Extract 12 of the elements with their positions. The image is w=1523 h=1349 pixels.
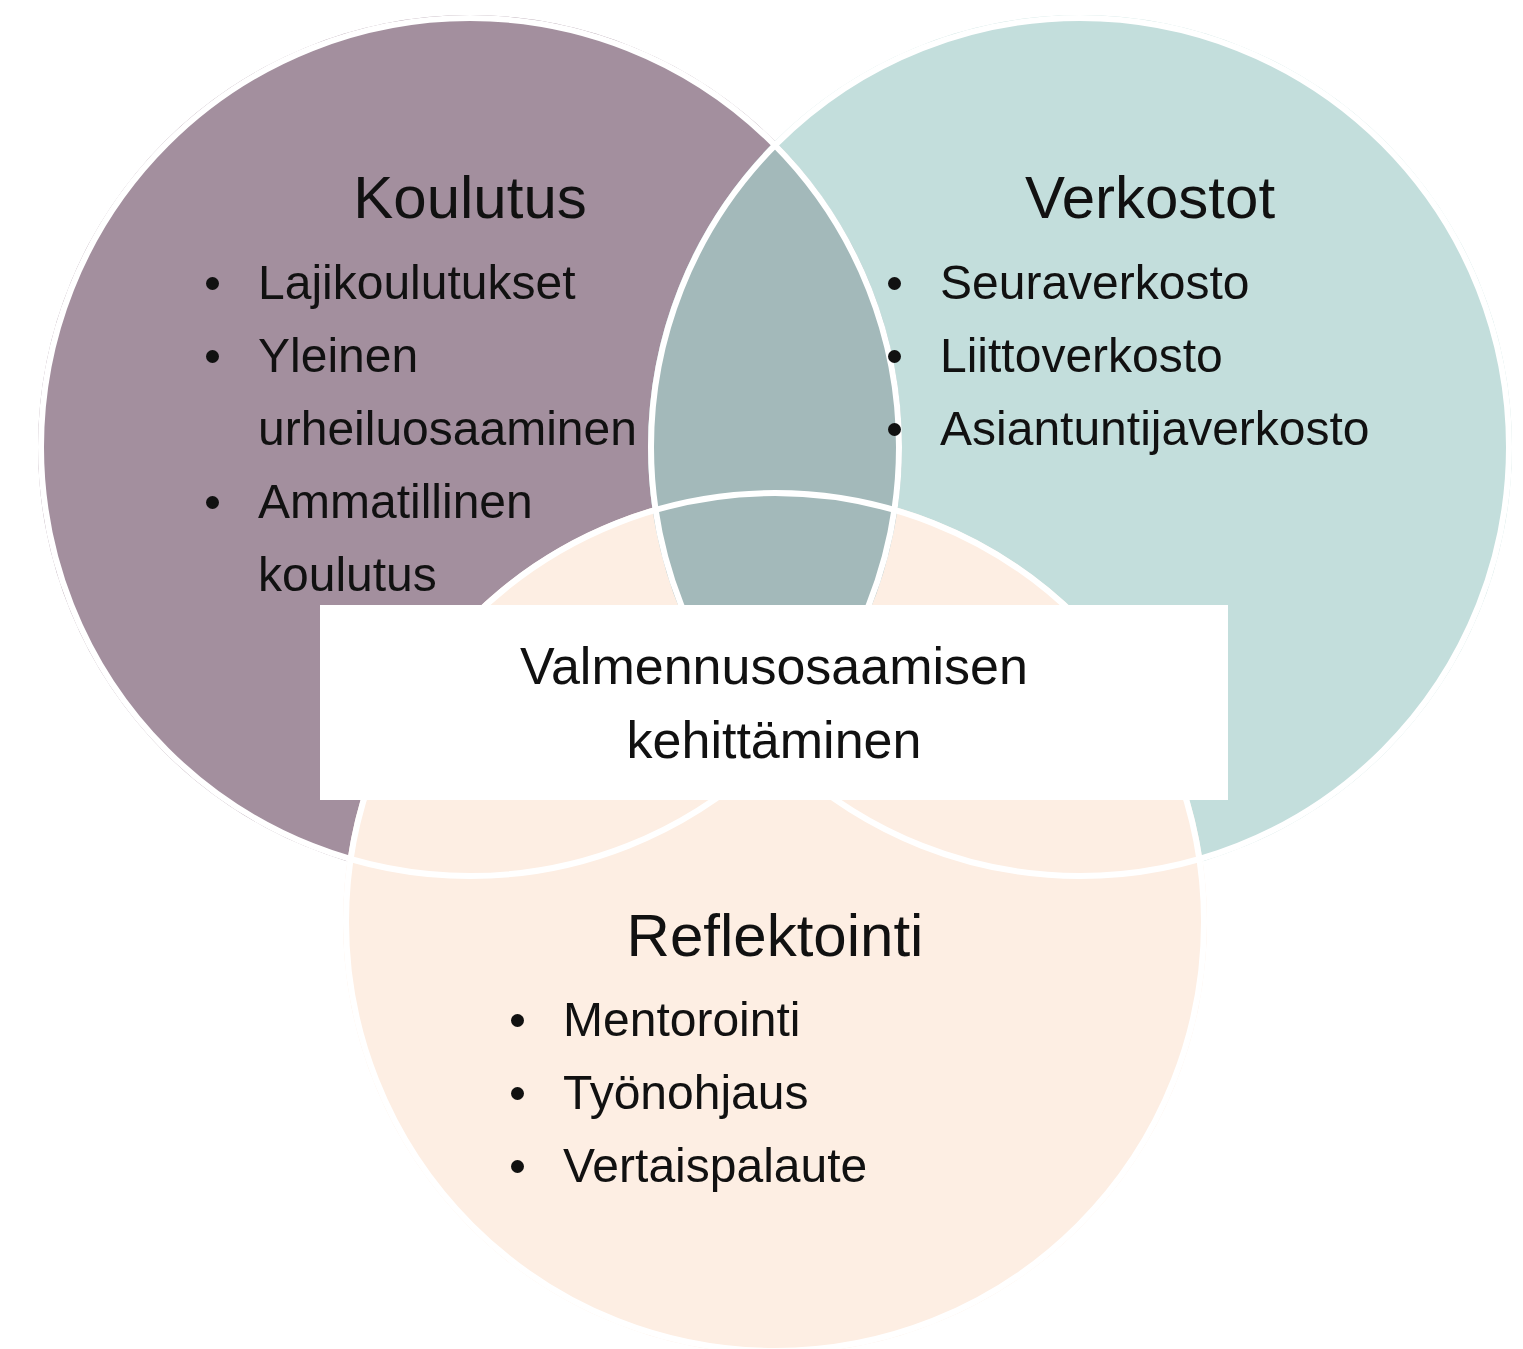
bullet-item: Lajikoulutukset [200,246,700,319]
circle-title: Reflektointi [626,906,924,966]
bullet-item: Mentorointi [505,983,965,1056]
bullet-item: Asiantuntijaverkosto [882,392,1482,465]
bullet-item: Liittoverkosto [882,319,1482,392]
circle-title: Verkostot [1024,168,1276,228]
bullet-item: Yleinen urheiluosaaminen [200,319,700,465]
bullet-item: Työnohjaus [505,1056,965,1129]
bullet-item: Vertaispalaute [505,1129,965,1202]
bullet-item: Seuraverkosto [882,246,1482,319]
circle-title: Koulutus [353,168,587,228]
center-label-box: Valmennusosaamisen kehittäminen [320,605,1228,800]
